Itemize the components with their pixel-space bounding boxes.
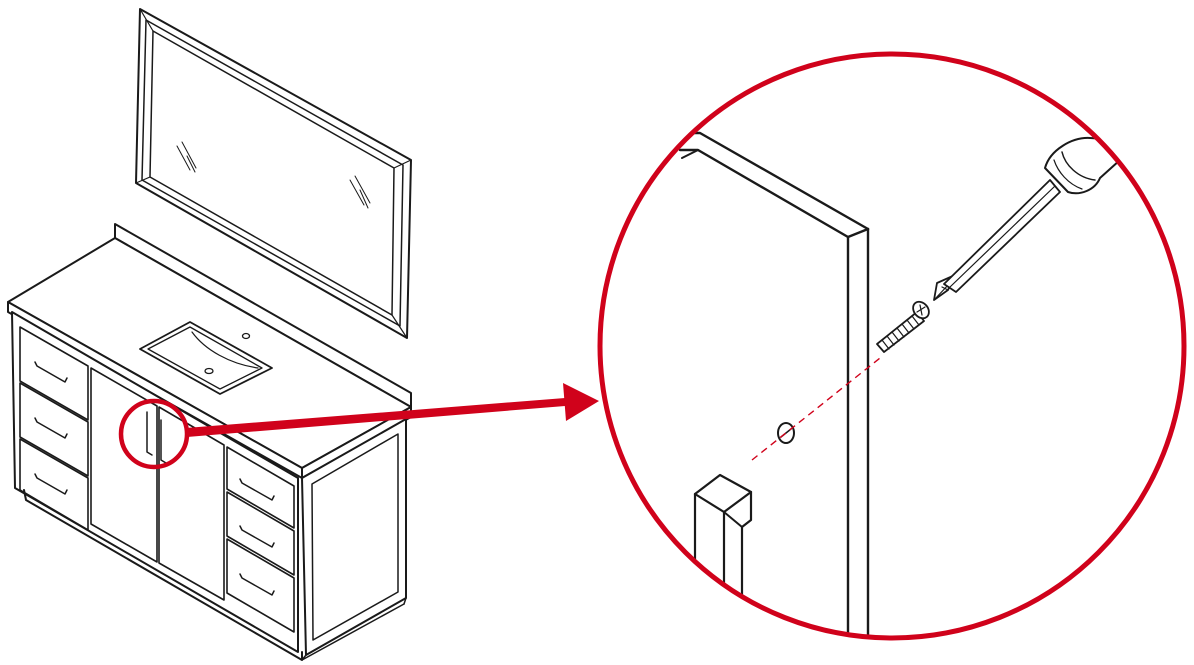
screwdriver-icon (933, 136, 1121, 301)
mirror-icon (135, 8, 412, 339)
vanity-cabinet-icon (7, 223, 412, 661)
detail-zoom-view (678, 131, 1121, 638)
alignment-guide (751, 357, 881, 461)
detail-zoom-ring (597, 51, 1187, 641)
right-drawer-stack (226, 446, 295, 633)
callout (118, 383, 599, 470)
arrow-icon (186, 383, 599, 437)
screw-icon (876, 300, 930, 353)
screw-hole (777, 422, 795, 444)
left-drawer-stack (19, 326, 89, 531)
